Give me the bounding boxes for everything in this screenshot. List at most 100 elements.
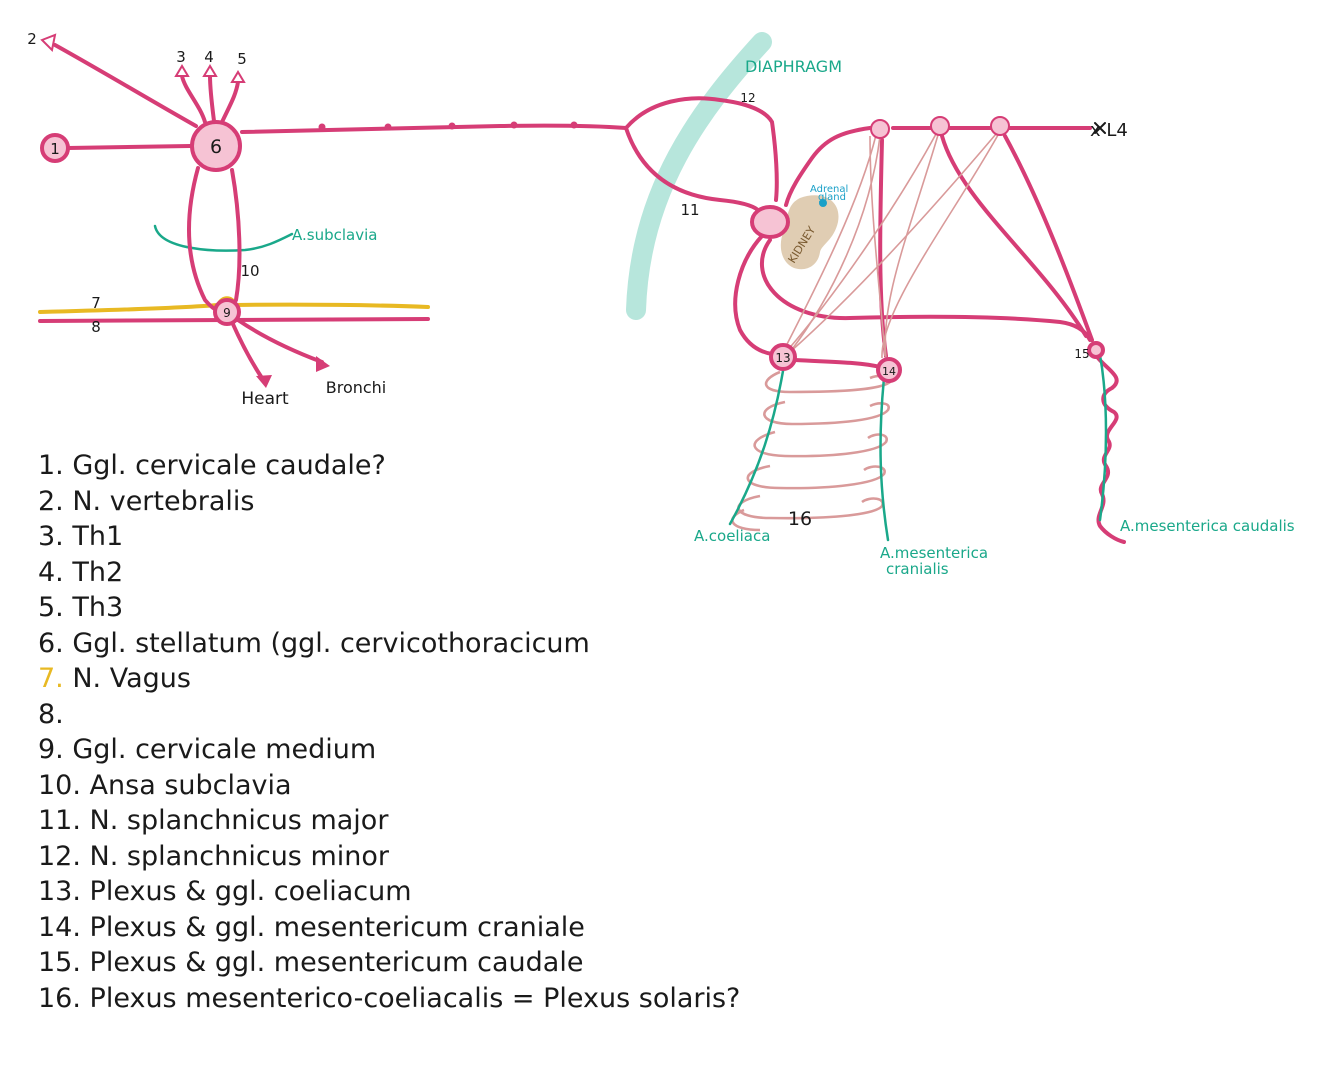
- legend-text: Plexus & ggl. mesentericum caudale: [89, 947, 584, 978]
- legend-text: Ansa subclavia: [89, 769, 292, 801]
- diaphragm-band: [626, 32, 772, 320]
- legend-item: 2. N. vertebralis: [38, 484, 798, 520]
- nerve-splanchnicus-minor: [624, 96, 779, 202]
- label-mes-caud: A.mesenterica caudalis: [1120, 517, 1295, 535]
- adrenal-gland: [819, 199, 827, 207]
- legend-item: 14. Plexus & ggl. mesentericum craniale: [38, 910, 798, 946]
- legend-num: 4.: [38, 556, 64, 588]
- label-4: 4: [204, 48, 214, 66]
- nerve-ggl1-to-stellatum: [66, 144, 192, 150]
- label-10: 10: [240, 262, 259, 280]
- label-bronchi: Bronchi: [326, 378, 387, 397]
- legend-num: 14.: [38, 911, 81, 943]
- nerve-th3: [220, 80, 240, 124]
- nerve-trunk-thoracic: [240, 123, 628, 134]
- legend-num: 9.: [38, 734, 64, 765]
- ansa-subclavia-right: [230, 168, 242, 302]
- legend-text: Plexus mesenterico-coeliacalis = Plexus …: [89, 982, 741, 1014]
- nerve-kidney-to-13: [733, 234, 774, 356]
- label-8: 8: [91, 318, 101, 336]
- node-label-6: 6: [210, 136, 222, 158]
- legend-item: 11. N. splanchnicus major: [38, 803, 798, 839]
- node-label-9: 9: [223, 306, 231, 320]
- legend-text: Th2: [72, 556, 124, 588]
- arrow-2: [40, 33, 57, 53]
- nerve-th1: [180, 74, 207, 124]
- legend-item: 7. N. Vagus: [38, 661, 798, 697]
- legend-text: Ggl. stellatum (ggl. cervicothoracicum: [72, 627, 590, 659]
- trunk-ganglia: [870, 116, 1010, 139]
- nerve-trunk-to-kidney: [784, 126, 872, 207]
- legend-num: 8.: [38, 698, 64, 730]
- legend-item: 13. Plexus & ggl. coeliacum: [38, 874, 798, 910]
- arrow-4: [202, 64, 218, 77]
- arrow-5: [230, 70, 246, 83]
- label-diaphragm: DIAPHRAGM: [745, 57, 842, 76]
- nerve-trunk-to-14: [878, 138, 888, 358]
- legend-num: 12.: [38, 840, 81, 872]
- ganglion-6-stellatum: [190, 120, 242, 172]
- legend-num: 15.: [38, 947, 81, 978]
- legend-item: 16. Plexus mesenterico-coeliacalis = Ple…: [38, 981, 798, 1017]
- nerve-th2: [208, 74, 216, 123]
- legend-num: 6.: [38, 627, 64, 659]
- legend-item: 6. Ggl. stellatum (ggl. cervicothoracicu…: [38, 626, 798, 662]
- legend-text: Plexus & ggl. coeliacum: [89, 876, 412, 907]
- legend-num: 13.: [38, 876, 81, 907]
- ganglion-renal: [750, 205, 790, 239]
- legend-num: 3.: [38, 521, 64, 552]
- nerve-kidney-loop: [759, 238, 1092, 342]
- legend-item: 4. Th2: [38, 555, 798, 591]
- legend-num: 5.: [38, 592, 64, 623]
- caudal-mesenteric-artery: [1098, 353, 1108, 522]
- cranial-mesenteric-artery: [879, 376, 890, 542]
- legend-text: Ggl. cervicale caudale?: [72, 450, 386, 481]
- ganglion-13: [769, 343, 797, 371]
- legend-text: N. vertebralis: [72, 485, 255, 517]
- arrow-heart: [256, 375, 272, 388]
- label-16: 16: [788, 508, 812, 530]
- label-11: 11: [680, 201, 699, 219]
- arrow-bronchi: [316, 356, 330, 372]
- nerve-splanchnicus-major: [624, 126, 760, 212]
- ganglion-9: [213, 298, 241, 326]
- legend-item: 12. N. splanchnicus minor: [38, 839, 798, 875]
- nerve-13-to-14: [793, 358, 882, 369]
- legend-item: 3. Th1: [38, 519, 798, 555]
- ganglia: [40, 120, 1105, 383]
- label-adrenal-2: gland: [818, 192, 846, 203]
- legend-num: 7.: [38, 663, 64, 694]
- plexus-connections: [782, 133, 999, 359]
- label-xl4: x L4: [1090, 120, 1128, 141]
- coeliac-artery: [728, 363, 786, 526]
- arrowheads: [40, 33, 246, 83]
- legend-text: Th3: [72, 592, 124, 623]
- legend-num: 16.: [38, 982, 81, 1014]
- ansa-subclavia-left: [187, 166, 222, 314]
- trunk-end-mark: [1094, 122, 1106, 134]
- legend-num: 2.: [38, 485, 64, 517]
- arrow-3: [174, 64, 190, 77]
- ganglion-1: [40, 133, 70, 163]
- kidney-shape: [780, 195, 839, 270]
- legend: 1. Ggl. cervicale caudale? 2. N. vertebr…: [38, 448, 798, 1016]
- abdominal-arteries: [728, 353, 1108, 542]
- label-3: 3: [176, 48, 186, 66]
- legend-text: N. Vagus: [72, 663, 191, 694]
- nerve-trunk-to-15-a: [1003, 134, 1094, 342]
- node-label-13: 13: [775, 351, 790, 365]
- node-label-15: 15: [1074, 347, 1089, 361]
- label-heart: Heart: [241, 389, 289, 409]
- ganglion-14: [876, 357, 902, 383]
- legend-text: Th1: [72, 521, 124, 552]
- label-5: 5: [237, 50, 247, 68]
- label-subclavia: A.subclavia: [292, 226, 377, 244]
- legend-num: 11.: [38, 805, 81, 836]
- legend-item: 15. Plexus & ggl. mesentericum caudale: [38, 945, 798, 981]
- legend-item: 9. Ggl. cervicale medium: [38, 732, 798, 768]
- legend-num: 1.: [38, 450, 64, 481]
- nerve-vertebralis: [53, 43, 198, 128]
- legend-num: 10.: [38, 769, 81, 801]
- trunk-beads: [318, 121, 578, 131]
